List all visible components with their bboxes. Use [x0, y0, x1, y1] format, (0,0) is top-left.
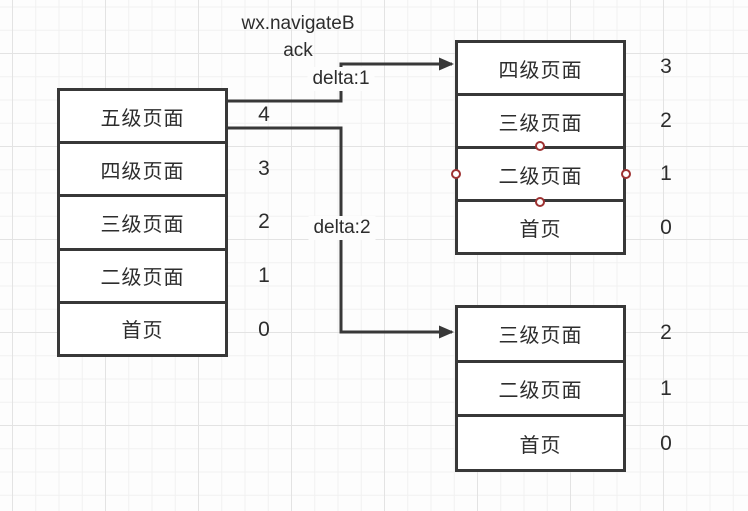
selection-handle-bottom[interactable]: [535, 197, 545, 207]
stack-left-cell-2[interactable]: 三级页面: [60, 194, 225, 247]
stack-top-right-cell-0[interactable]: 四级页面: [458, 43, 623, 93]
cell-label: 首页: [519, 434, 562, 457]
stack-bottom-right-index-rail: 2 1 0: [644, 305, 688, 472]
cell-label: 首页: [121, 320, 164, 343]
connector-label-delta-1[interactable]: delta:1: [307, 67, 375, 91]
cell-label: 四级页面: [498, 59, 583, 82]
cell-label: 四级页面: [100, 160, 185, 183]
stack-top-right-index-rail: 3 2 1 0: [644, 40, 688, 255]
index-label[interactable]: 1: [660, 376, 672, 400]
stack-top-right-cell-1[interactable]: 三级页面: [458, 93, 623, 146]
stack-bottom-right-cell-2[interactable]: 首页: [458, 414, 623, 469]
index-label[interactable]: 2: [258, 210, 270, 234]
index-label[interactable]: 0: [660, 216, 672, 240]
selection-handle-top[interactable]: [535, 141, 545, 151]
cell-label: 五级页面: [100, 107, 185, 130]
stack-top-right-cell-2-selected[interactable]: 二级页面: [458, 146, 623, 199]
index-label[interactable]: 0: [258, 318, 270, 342]
stack-bottom-right[interactable]: 三级页面 二级页面 首页: [455, 305, 626, 472]
index-label[interactable]: 3: [258, 156, 270, 180]
stack-bottom-right-cell-0[interactable]: 三级页面: [458, 308, 623, 360]
index-label[interactable]: 4: [258, 102, 270, 126]
index-label[interactable]: 3: [660, 54, 672, 78]
title-line-2: ack: [283, 40, 313, 61]
stack-bottom-right-cell-1[interactable]: 二级页面: [458, 359, 623, 415]
stack-left-cell-4[interactable]: 首页: [60, 300, 225, 354]
cell-label: 三级页面: [498, 112, 583, 135]
cell-label: 首页: [519, 218, 562, 241]
index-label[interactable]: 2: [660, 108, 672, 132]
index-label[interactable]: 2: [660, 320, 672, 344]
stack-left-cell-1[interactable]: 四级页面: [60, 141, 225, 194]
diagram-title[interactable]: wx.navigateB ack: [241, 10, 354, 64]
index-label[interactable]: 1: [660, 162, 672, 186]
stack-left-cell-3[interactable]: 二级页面: [60, 247, 225, 301]
selection-handle-left[interactable]: [451, 169, 461, 179]
stack-left-index-rail: 4 3 2 1 0: [242, 88, 286, 357]
cell-label: 二级页面: [498, 165, 583, 188]
index-label[interactable]: 0: [660, 432, 672, 456]
cell-label: 二级页面: [100, 267, 185, 290]
stack-left[interactable]: 五级页面 四级页面 三级页面 二级页面 首页: [57, 88, 228, 357]
cell-label: 三级页面: [498, 325, 583, 348]
cell-label: 二级页面: [498, 380, 583, 402]
stack-left-cell-0[interactable]: 五级页面: [60, 91, 225, 141]
index-label[interactable]: 1: [258, 264, 270, 288]
title-line-1: wx.navigateB: [241, 13, 355, 34]
cell-label: 三级页面: [100, 214, 185, 236]
connector-label-delta-2[interactable]: delta:2: [308, 216, 376, 240]
selection-handle-right[interactable]: [621, 169, 631, 179]
